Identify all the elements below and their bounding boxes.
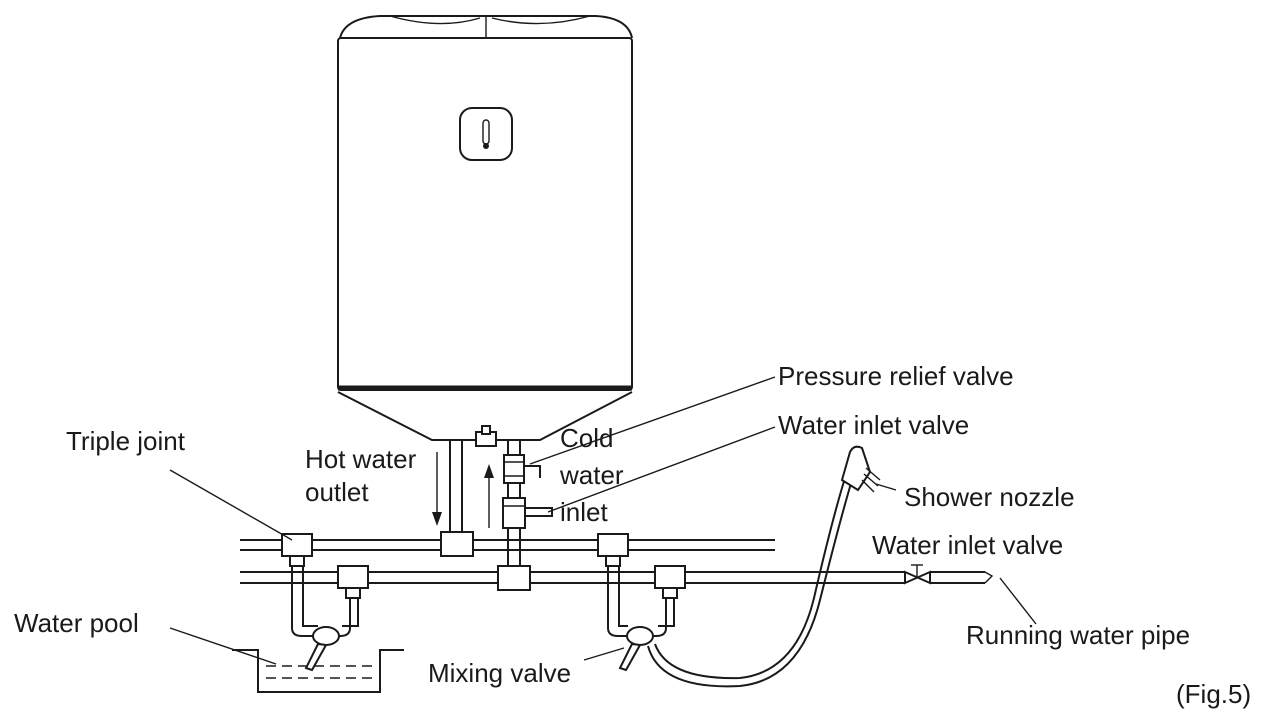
- triple-joint-cold-left: [337, 565, 369, 599]
- label-hot-water-outlet-line2: outlet: [305, 477, 369, 507]
- triple-joint-left: [281, 533, 313, 567]
- shower-nozzle: [840, 445, 881, 493]
- label-cold-water-inlet-line3: inlet: [560, 497, 608, 527]
- label-pressure-relief-valve: Pressure relief valve: [778, 361, 1014, 391]
- water-pool-basin: [232, 649, 404, 693]
- triple-joint-cold-right: [654, 565, 686, 599]
- water-inlet-valve-on-tank: [502, 497, 553, 529]
- triple-joint-cold-center: [497, 565, 531, 591]
- flow-arrow-up: [484, 464, 494, 528]
- mixing-valve-left: [291, 566, 359, 672]
- label-water-inlet-valve-right: Water inlet valve: [872, 530, 1063, 560]
- thermometer-icon: [459, 107, 513, 161]
- triple-joint-hot-center: [440, 531, 474, 557]
- label-cold-water-inlet-line2: water: [559, 460, 624, 490]
- mixing-valve-right: [607, 566, 675, 672]
- label-mixing-valve: Mixing valve: [428, 658, 571, 688]
- water-inlet-valve-right: [904, 564, 994, 585]
- flow-arrow-down: [432, 452, 442, 526]
- label-cold-water-inlet-line1: Cold: [560, 423, 613, 453]
- leader-lines: [169, 376, 1037, 665]
- label-water-pool: Water pool: [14, 608, 139, 638]
- triple-joint-right: [597, 533, 629, 567]
- hot-pipe-line: [240, 539, 775, 551]
- label-running-water-pipe: Running water pipe: [966, 620, 1190, 650]
- shower-hose: [647, 477, 853, 688]
- water-heater-tank: [337, 15, 633, 441]
- label-triple-joint: Triple joint: [66, 426, 186, 456]
- label-shower-nozzle: Shower nozzle: [904, 482, 1075, 512]
- label-hot-water-outlet-line1: Hot water: [305, 444, 417, 474]
- figure-caption: (Fig.5): [1176, 679, 1251, 709]
- pressure-relief-valve: [503, 454, 541, 484]
- label-water-inlet-valve-top: Water inlet valve: [778, 410, 969, 440]
